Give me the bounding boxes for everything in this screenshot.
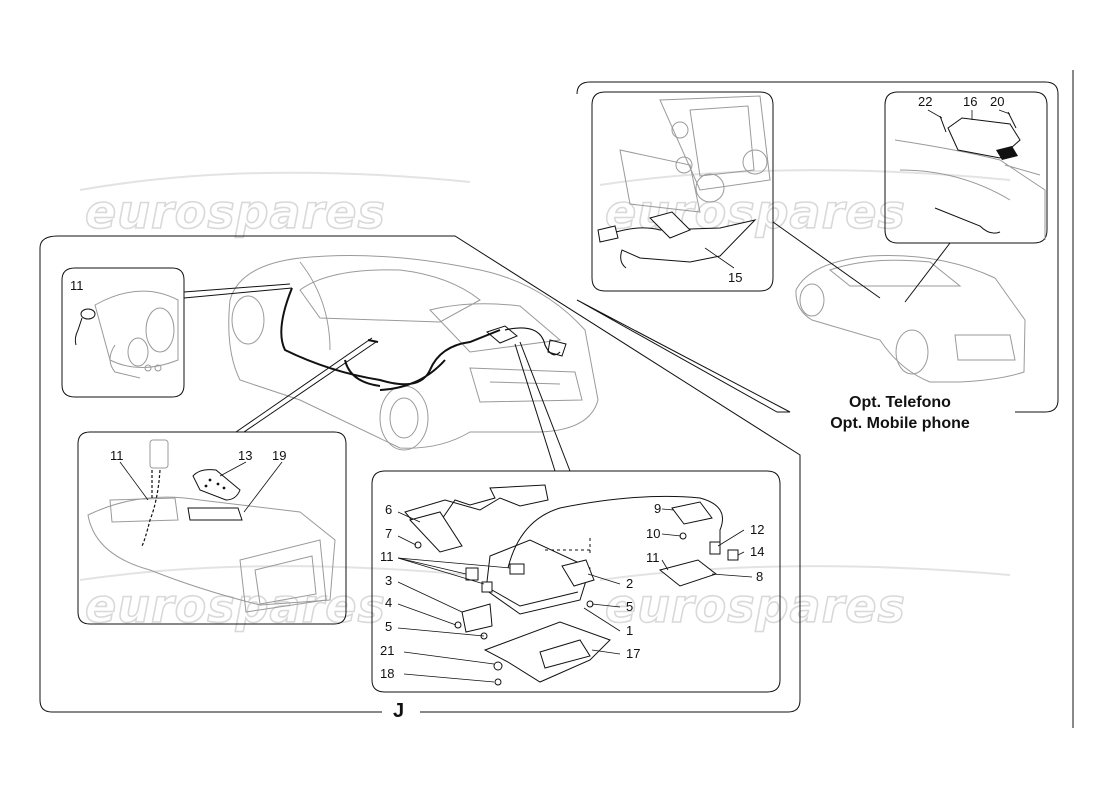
- leader-lines: [119, 109, 1011, 683]
- inset-rear-console: [77, 431, 347, 625]
- option-label-italian: Opt. Telefono: [849, 394, 951, 411]
- callout-6: 6: [385, 502, 392, 517]
- callout-20: 20: [990, 94, 1004, 109]
- inset-dashboard-antenna: [61, 267, 185, 398]
- inset-phone-cradle: [884, 91, 1048, 244]
- callout-5: 5: [385, 619, 392, 634]
- callout-3: 3: [385, 573, 392, 588]
- callout-12: 12: [750, 522, 764, 537]
- callout-14: 14: [750, 544, 764, 559]
- callout-9: 9: [654, 501, 661, 516]
- callout-19: 19: [272, 448, 286, 463]
- watermark-group: eurospares eurospares eurospares eurospa…: [79, 169, 1011, 634]
- callout-1: 1: [626, 623, 633, 638]
- callout-17: 17: [626, 646, 640, 661]
- inset-nav-unit-exploded: [371, 470, 781, 693]
- callout-16: 16: [963, 94, 977, 109]
- car-illustration: [228, 255, 599, 451]
- callout-2: 2: [626, 576, 633, 591]
- callout-18: 18: [380, 666, 394, 681]
- callout-11: 11: [110, 448, 124, 463]
- section-j-frame: [39, 235, 801, 713]
- section-letter: J: [393, 700, 405, 722]
- callout-10: 10: [646, 526, 660, 541]
- optional-phone-frame: [576, 81, 1059, 413]
- callout-13: 13: [238, 448, 252, 463]
- watermark-text: eurospares: [85, 579, 386, 633]
- callout-21: 21: [380, 643, 394, 658]
- nav-unit-in-car: [485, 325, 567, 357]
- callout-numbers: 11 11 13 19 6 7 11 3 4 5 21 18 2 5 1 17 …: [70, 94, 1004, 681]
- watermark-text: eurospares: [605, 579, 906, 633]
- callout-15: 15: [728, 270, 742, 285]
- callout-22: 22: [918, 94, 932, 109]
- inset-phone-bracket: [591, 91, 774, 292]
- small-car-illustration: [795, 255, 1026, 383]
- callout-7: 7: [385, 526, 392, 541]
- callout-4: 4: [385, 595, 392, 610]
- callout-11: 11: [646, 550, 660, 565]
- callout-5: 5: [626, 599, 633, 614]
- wiring-harness: [280, 287, 501, 391]
- option-label-english: Opt. Mobile phone: [830, 415, 970, 432]
- callout-8: 8: [756, 569, 763, 584]
- callout-11: 11: [380, 549, 394, 564]
- watermark-text: eurospares: [85, 185, 386, 239]
- callout-11: 11: [70, 278, 84, 293]
